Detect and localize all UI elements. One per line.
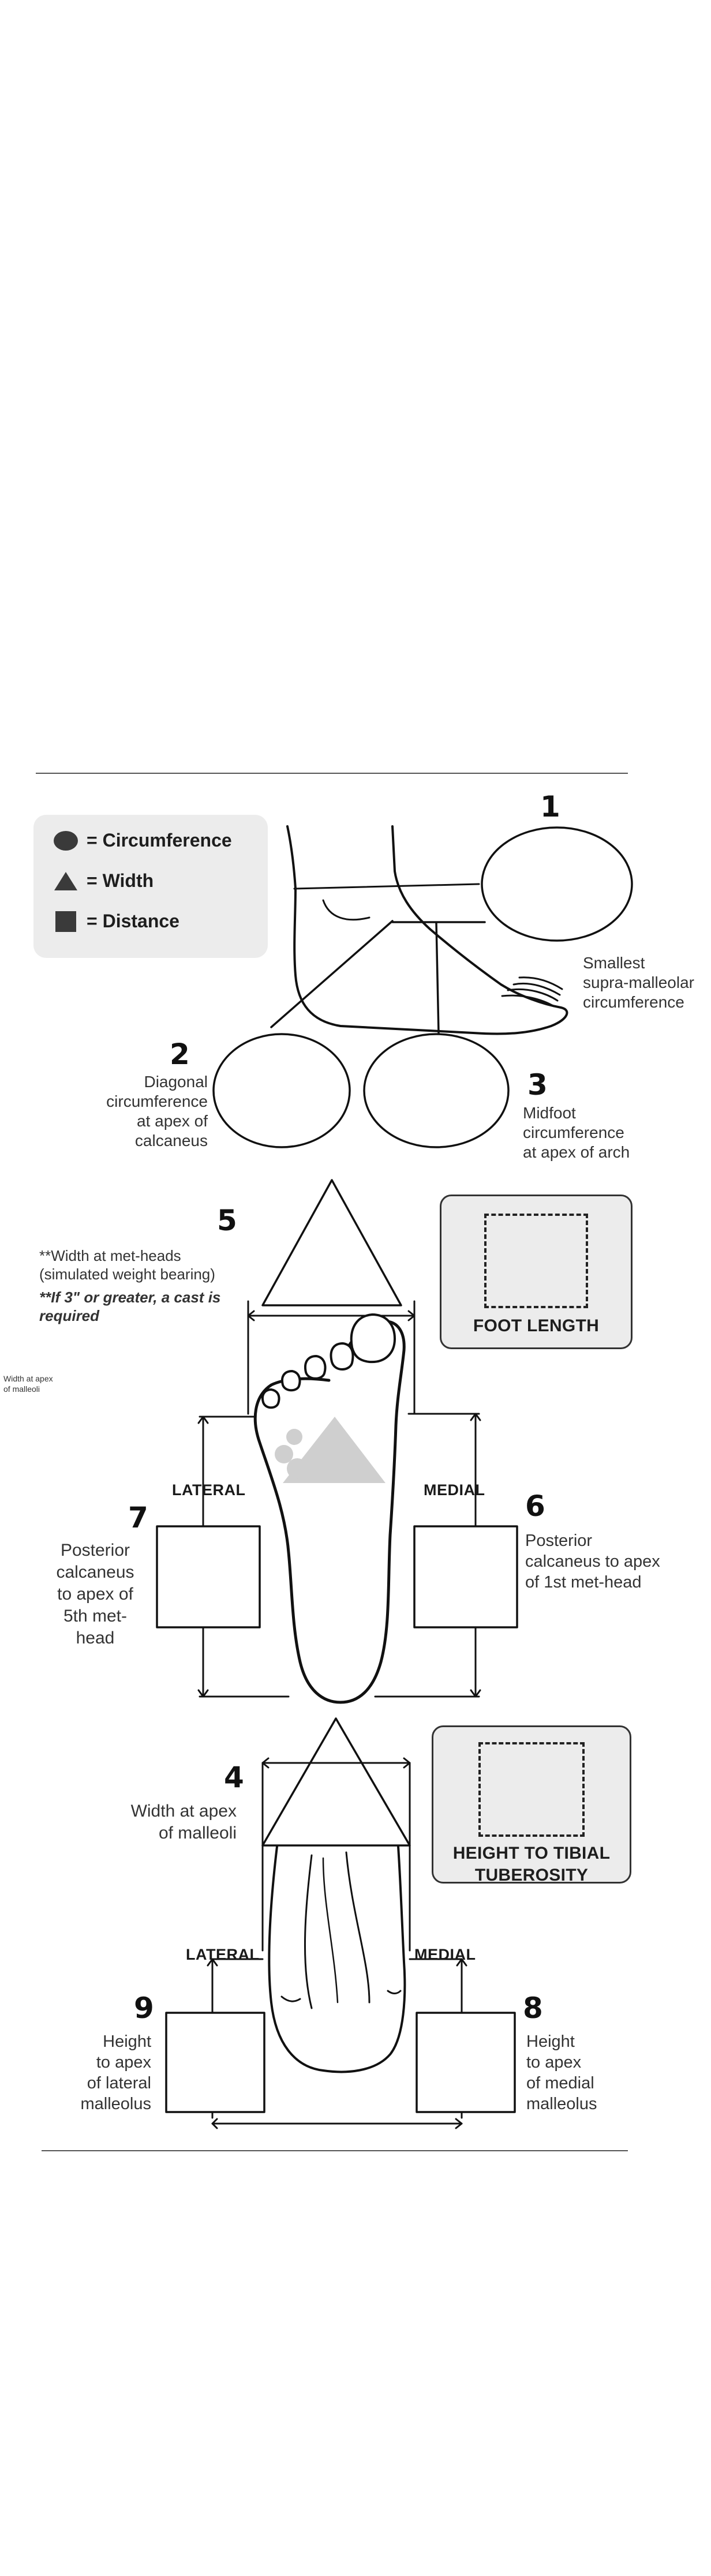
- distance-7-box: [156, 1525, 261, 1628]
- measurement-6-text: Posterior calcaneus to apex of 1st met-h…: [525, 1532, 660, 1592]
- medial-label-bottom: MEDIAL: [414, 1946, 476, 1963]
- legend-circumference-label: = Circumference: [87, 830, 232, 851]
- malleoli-width-bracket: [261, 1757, 411, 1952]
- measurement-number-9: 9: [134, 1991, 154, 2025]
- measurement-number-3: 3: [527, 1068, 548, 1102]
- tibial-tuberosity-panel: HEIGHT TO TIBIAL TUBEROSITY: [432, 1725, 631, 1885]
- foot-length-dashed-box: [484, 1214, 588, 1308]
- circumference-3-ellipse: [363, 1033, 510, 1148]
- lateral-label-bottom: LATERAL: [186, 1946, 260, 1963]
- circumference-2-ellipse: [212, 1033, 351, 1148]
- measurement-8-text: Height to apex of medial malleolus: [526, 2032, 597, 2113]
- measurement-7-text: Posterior calcaneus to apex of 5th met- …: [56, 1541, 134, 1648]
- metatarsal-width-triangle: [261, 1179, 402, 1306]
- measurement-5-note: **If 3" or greater, a cast is required: [39, 1289, 221, 1324]
- top-divider: [36, 773, 628, 774]
- circumference-1-ellipse: [481, 826, 633, 942]
- measurement-number-2: 2: [170, 1038, 190, 1071]
- legend-row-circumference: = Circumference: [53, 830, 232, 851]
- measurement-1-text: Smallest supra-malleolar circumference: [583, 954, 694, 1011]
- measurement-4-text: Width at apex of malleoli: [130, 1802, 237, 1843]
- foot-length-panel: FOOT LENGTH: [440, 1195, 633, 1349]
- tibial-title-line2: TUBEROSITY: [474, 1866, 589, 1885]
- legend-row-distance: = Distance: [53, 911, 179, 932]
- legend-box: = Circumference = Width = Distance: [33, 815, 268, 958]
- square-icon: [53, 911, 78, 932]
- malleoli-width-triangle: [261, 1717, 411, 1847]
- bottom-divider: [42, 2150, 628, 2151]
- legend-width-label: = Width: [87, 870, 154, 891]
- circumference-leader-lines: [270, 920, 486, 1034]
- leg-side-view-outline: [286, 825, 568, 1035]
- legend-distance-label: = Distance: [87, 911, 179, 931]
- measurement-number-5: 5: [217, 1204, 237, 1237]
- measurement-number-1: 1: [540, 790, 560, 823]
- measurement-9-text: Height to apex of lateral malleolus: [80, 2032, 152, 2113]
- foot-sole-outline: [253, 1320, 406, 1704]
- height-9-box: [165, 2012, 265, 2113]
- tibial-dashed-box: [478, 1742, 585, 1837]
- foot-length-title: FOOT LENGTH: [473, 1316, 600, 1335]
- legend-row-width: = Width: [53, 870, 154, 892]
- measurement-2-text: Diagonal circumference at apex of calcan…: [106, 1073, 208, 1150]
- tibial-title-line1: HEIGHT TO TIBIAL: [452, 1844, 611, 1863]
- heel-posterior-outline: [268, 1845, 406, 2073]
- measurement-number-7: 7: [128, 1501, 148, 1534]
- measurement-5-text: **Width at met-heads (simulated weight b…: [39, 1247, 215, 1283]
- triangle-icon: [53, 871, 78, 892]
- metatarsal-width-bracket: [247, 1300, 416, 1415]
- measurement-number-4: 4: [224, 1761, 244, 1794]
- circle-icon: [53, 830, 78, 851]
- medial-label-top: MEDIAL: [424, 1481, 485, 1499]
- measurement-number-6: 6: [525, 1489, 545, 1523]
- toe-lines: [501, 976, 563, 1008]
- toe-outlines: [261, 1313, 396, 1409]
- brand-mark-graphic: [275, 1417, 386, 1483]
- height-8-box: [416, 2012, 516, 2113]
- measurement-number-8: 8: [523, 1991, 543, 2025]
- margin-note: Width at apex of malleoli: [3, 1374, 53, 1394]
- lateral-label-top: LATERAL: [172, 1481, 246, 1499]
- measurement-3-text: Midfoot circumference at apex of arch: [523, 1104, 630, 1161]
- distance-6-box: [413, 1525, 518, 1628]
